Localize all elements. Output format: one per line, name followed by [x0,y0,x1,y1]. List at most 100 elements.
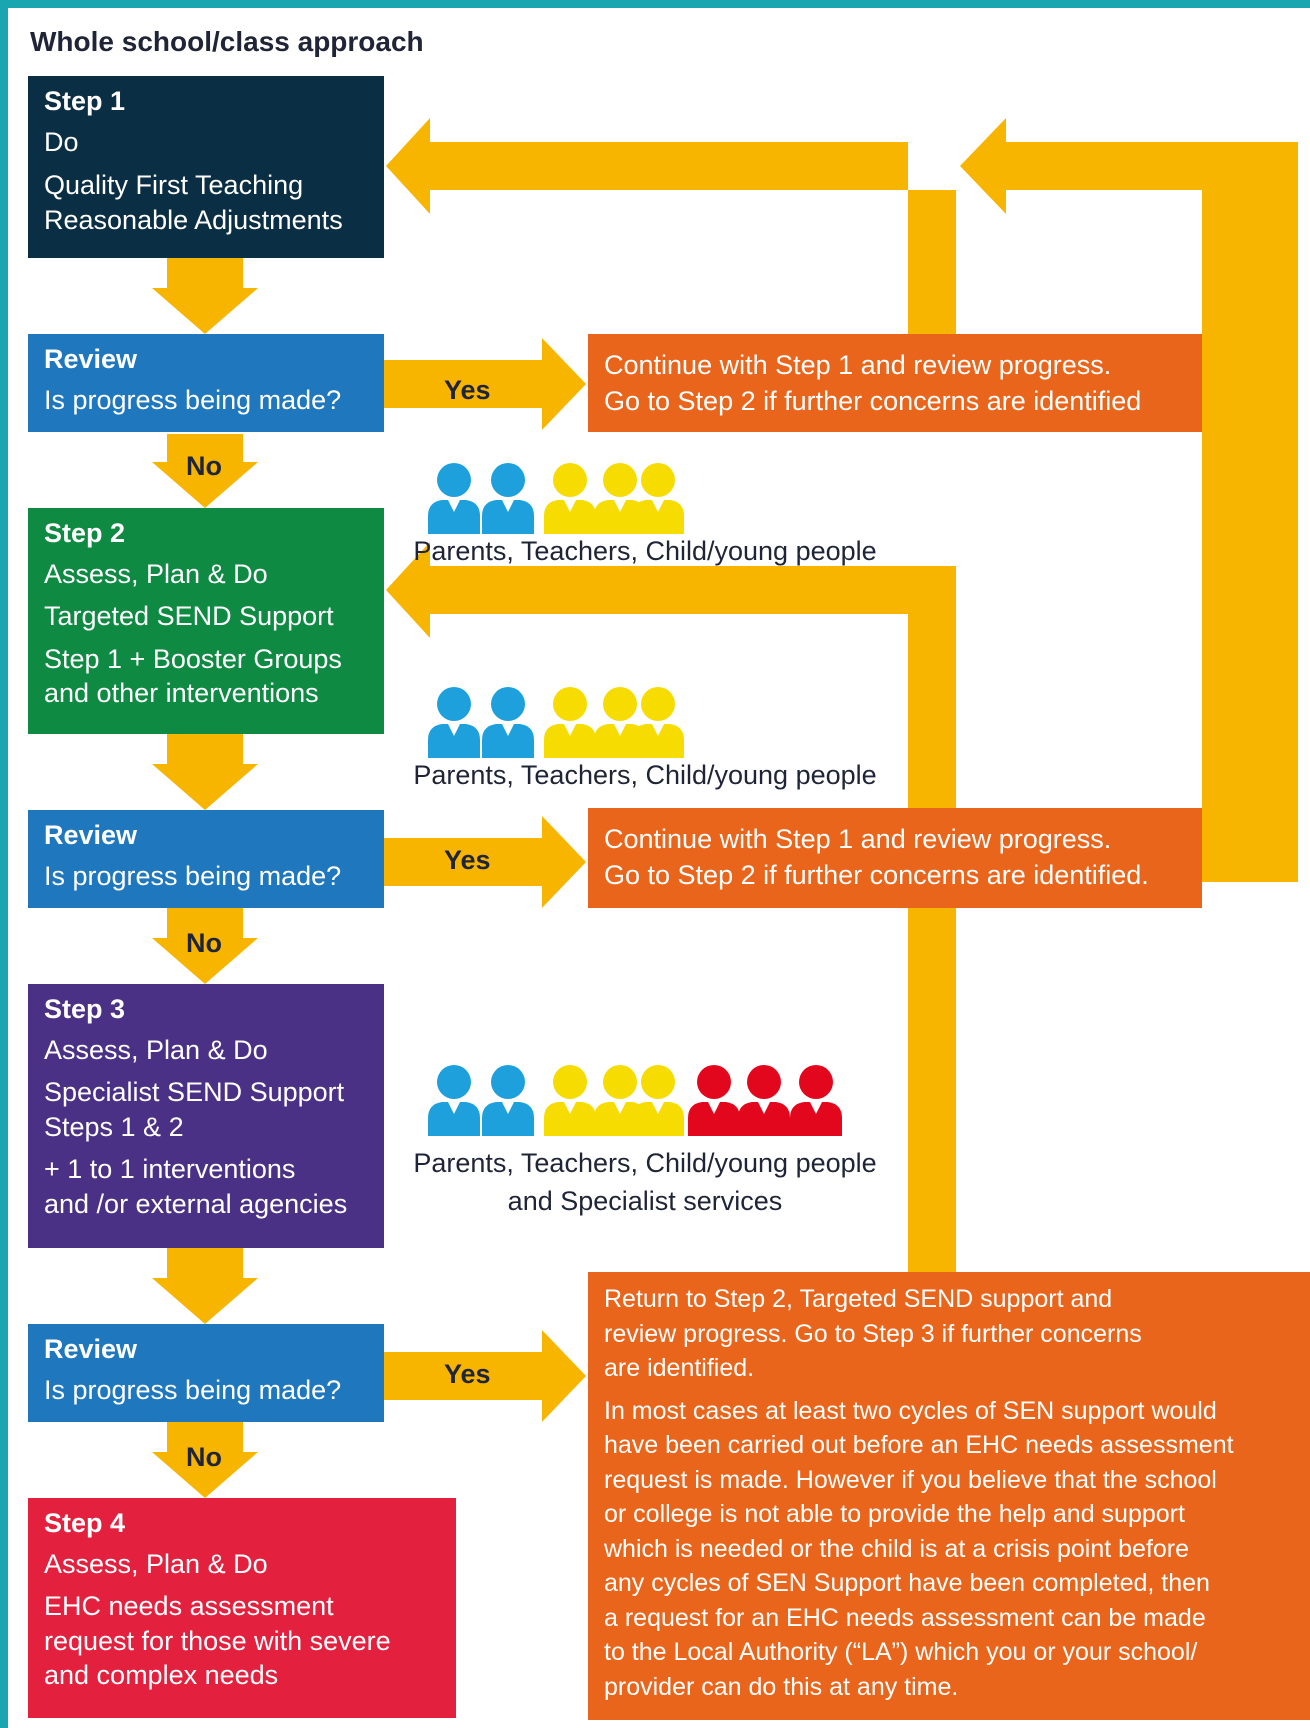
specialist-icon [688,1065,740,1136]
outcome2-box: Continue with Step 1 and review progress… [588,808,1202,908]
review1-heading: Review [44,344,138,374]
review2-question: Is progress being made? [44,860,342,891]
arrow-layer [152,118,1298,1498]
step1-line: Reasonable Adjustments [44,204,343,235]
loop-connector [960,118,1250,834]
step2-heading: Step 2 [44,518,126,548]
down-arrow [152,258,258,334]
caption-line: Parents, Teachers, Child/young people [413,760,877,790]
specialist-icon [738,1065,790,1136]
outcome1-line: Continue with Step 1 and review progress… [604,350,1112,380]
review3-box: Review Is progress being made? [28,1324,384,1422]
outcome3-line: have been carried out before an EHC need… [604,1431,1234,1459]
step4-line: Assess, Plan & Do [44,1548,268,1579]
people-caption-1: Parents, Teachers, Child/young people [398,536,892,567]
step3-line: and /or external agencies [44,1188,348,1219]
down-arrow [152,1248,258,1324]
step2-line: and other interventions [44,678,319,709]
yes-arrow [383,338,586,430]
step2-line: Assess, Plan & Do [44,558,268,589]
step4-line: and complex needs [44,1660,279,1691]
child-icon [632,687,684,758]
yes-arrow [383,816,586,908]
parent-icon [428,687,480,758]
review3-question: Is progress being made? [44,1374,342,1405]
child-icon [544,687,596,758]
step1-heading: Step 1 [44,86,126,116]
step2-box: Step 2 Assess, Plan & Do Targeted SEND S… [28,508,384,734]
review1-box: Review Is progress being made? [28,334,384,432]
child-icon [544,463,596,534]
step3-box: Step 3 Assess, Plan & Do Specialist SEND… [28,984,384,1248]
no-label: No [186,928,222,958]
outcome3-line: which is needed or the child is at a cri… [604,1534,1190,1563]
no-label: No [186,1442,222,1472]
child-icon [632,463,684,534]
parent-icon [428,1065,480,1136]
page-title: Whole school/class approach [30,26,424,57]
yes-label: Yes [444,1359,491,1389]
step1-line: Do [44,126,79,157]
yes-label: Yes [444,375,491,405]
parent-icon [428,463,480,534]
caption-line: Parents, Teachers, Child/young people [413,536,877,566]
people-group-1 [428,463,684,534]
down-arrow [152,908,258,984]
step4-heading: Step 4 [44,1508,126,1538]
people-group-2 [428,687,684,758]
step1-line: Quality First Teaching [44,170,304,201]
outcome3-line: In most cases at least two cycles of SEN… [604,1396,1217,1425]
outcome1-line: Go to Step 2 if further concerns are ide… [604,385,1142,416]
teacher-icon [482,687,534,758]
outcome1-box: Continue with Step 1 and review progress… [588,334,1202,432]
down-arrow [152,434,258,508]
outcome3-line: Return to Step 2, Targeted SEND support … [604,1285,1113,1313]
down-arrow [152,1422,258,1498]
caption-line: and Specialist services [507,1186,783,1216]
step4-line: request for those with severe [44,1625,391,1656]
outcome2-line: Continue with Step 1 and review progress… [604,824,1112,854]
review3-heading: Review [44,1334,138,1364]
outcome3-line: a request for an EHC needs assessment ca… [604,1603,1206,1632]
outcome3-line: provider can do this at any time. [604,1672,959,1701]
child-icon [544,1065,596,1136]
step3-line: Specialist SEND Support [44,1077,345,1108]
loop-arrow [386,118,956,334]
review1-question: Is progress being made? [44,384,342,415]
outcome3-line: review progress. Go to Step 3 if further… [604,1319,1142,1348]
step4-box: Step 4 Assess, Plan & Do EHC needs asses… [28,1498,456,1718]
step3-heading: Step 3 [44,994,126,1024]
no-label: No [186,451,222,481]
people-caption-3: Parents, Teachers, Child/young people an… [398,1144,892,1220]
step3-line: + 1 to 1 interventions [44,1154,296,1185]
outcome3-line: any cycles of SEN Support have been comp… [604,1569,1210,1597]
step3-line: Assess, Plan & Do [44,1034,268,1065]
people-group-3 [428,1065,842,1136]
review2-box: Review Is progress being made? [28,810,384,908]
people-caption-2: Parents, Teachers, Child/young people [398,760,892,791]
step4-line: EHC needs assessment [44,1591,334,1622]
review2-heading: Review [44,820,138,850]
yes-label: Yes [444,845,491,875]
step2-line: Targeted SEND Support [44,601,334,632]
outcome3-line: or college is not able to provide the he… [604,1500,1185,1528]
yes-arrow [383,1330,586,1422]
outcome3-line: request is made. However if you believe … [604,1465,1217,1494]
outcome3-line: are identified. [604,1354,755,1382]
specialist-icon [790,1065,842,1136]
teacher-icon [482,463,534,534]
step1-box: Step 1 Do Quality First Teaching Reasona… [28,76,384,258]
loop-arrow [1200,142,1298,882]
outcome3-box: Return to Step 2, Targeted SEND support … [588,1272,1310,1720]
caption-line: Parents, Teachers, Child/young people [413,1148,877,1178]
teacher-icon [482,1065,534,1136]
outcome3-line: to the Local Authority (“LA”) which you … [604,1638,1198,1666]
step3-line: Steps 1 & 2 [44,1111,184,1142]
outcome2-line: Go to Step 2 if further concerns are ide… [604,859,1149,890]
down-arrow [152,734,258,810]
child-icon [632,1065,684,1136]
step2-line: Step 1 + Booster Groups [44,643,342,674]
